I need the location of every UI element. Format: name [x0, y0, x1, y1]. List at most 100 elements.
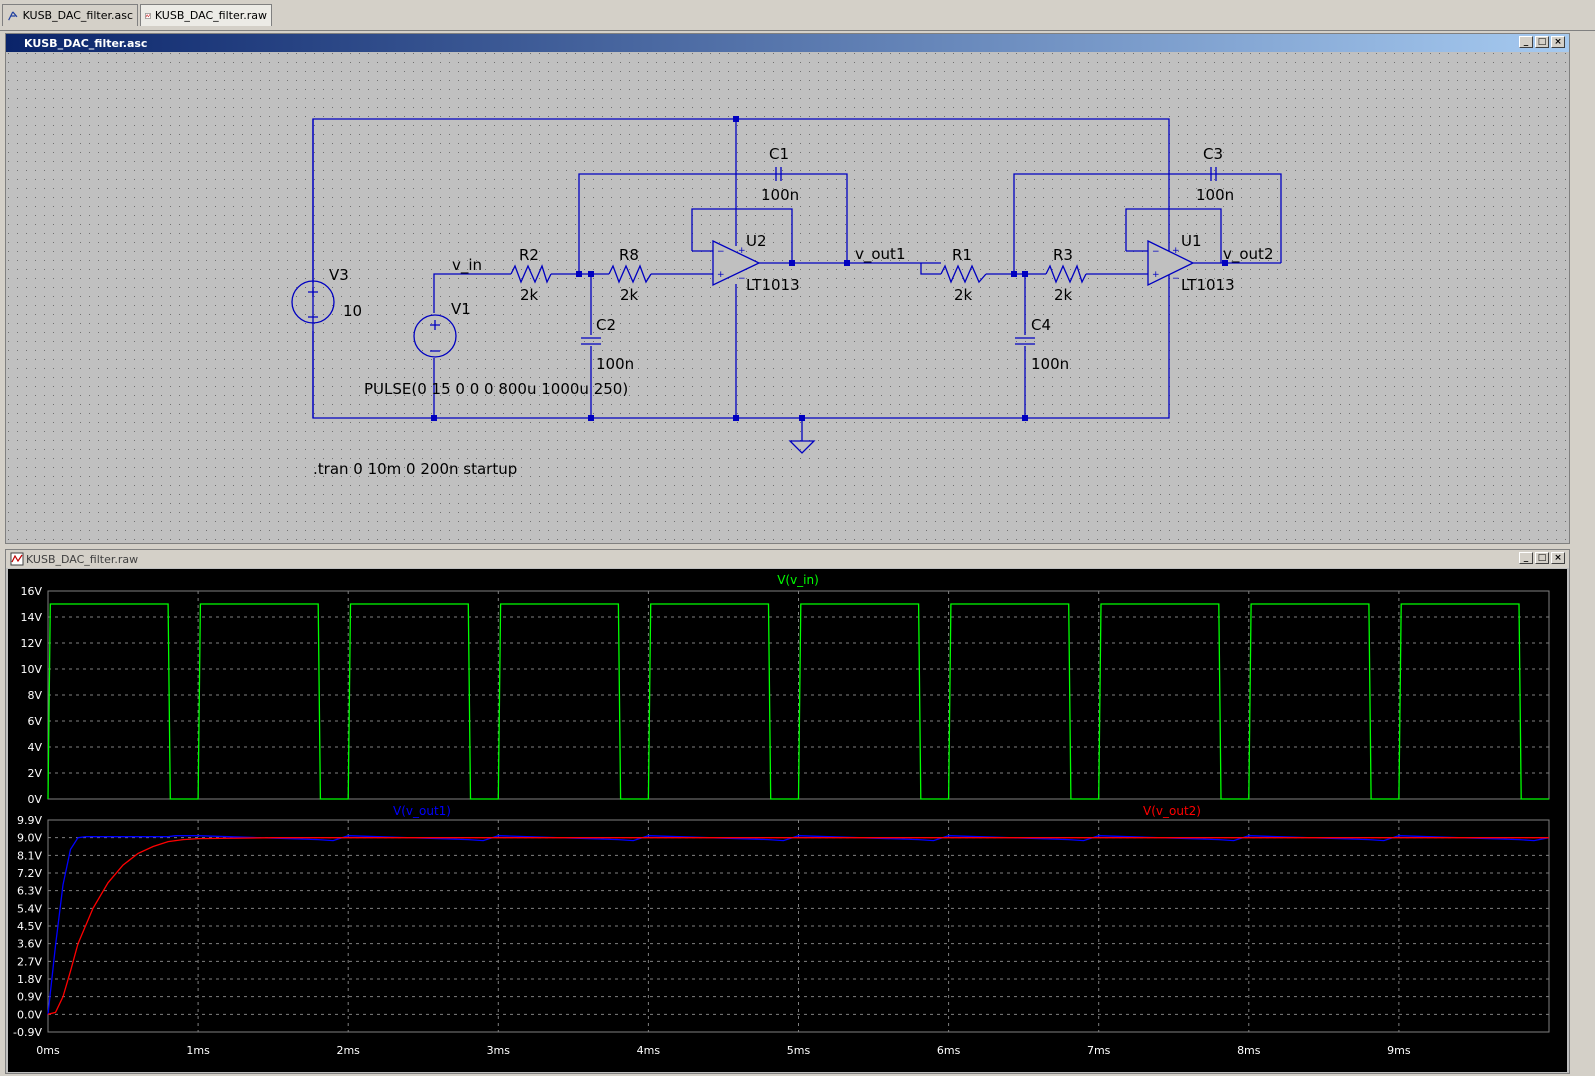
c2-name: C2: [596, 316, 616, 334]
r2-name: R2: [519, 246, 539, 264]
u1-model: LT1013: [1181, 276, 1235, 294]
resistor-r8[interactable]: [608, 264, 652, 284]
y-tick-label: 5.4V: [17, 902, 42, 915]
waveform-plot[interactable]: 0V2V4V6V8V10V12V14V16V-0.9V0.0V0.9V1.8V2…: [8, 569, 1567, 1072]
ground-icon[interactable]: [788, 440, 816, 454]
schematic-grid: [8, 53, 1567, 542]
r1-name: R1: [952, 246, 972, 264]
series-line-v-v-out2-: [47, 837, 1549, 1015]
y-tick-label: 0.9V: [17, 991, 42, 1004]
x-tick-label: 6ms: [937, 1044, 961, 1057]
c4-value: 100n: [1031, 355, 1069, 373]
y-tick-label: 2V: [27, 767, 42, 780]
net-label-v_out2: v_out2: [1223, 245, 1274, 264]
waveform-title: KUSB_DAC_filter.raw: [26, 552, 139, 566]
v3-value: 10: [343, 302, 362, 320]
y-tick-label: 8.1V: [17, 849, 42, 862]
y-tick-label: 1.8V: [17, 973, 42, 986]
r1-value: 2k: [954, 286, 973, 304]
y-tick-label: 12V: [20, 637, 42, 650]
pane-title-v-in: V(v_in): [777, 573, 819, 587]
x-tick-label: 8ms: [1237, 1044, 1261, 1057]
close-button[interactable]: ×: [1551, 36, 1565, 48]
r2-value: 2k: [520, 286, 539, 304]
voltage-source-v1[interactable]: [413, 314, 457, 358]
opamp-pin-plus: +: [717, 270, 725, 280]
v1-value: PULSE(0 15 0 0 0 800u 1000u 250): [364, 380, 628, 398]
tab-waveform[interactable]: KUSB_DAC_filter.raw: [140, 4, 272, 26]
capacitor-c4[interactable]: [1015, 337, 1035, 345]
opamp-u1[interactable]: [1147, 239, 1195, 287]
u1-name: U1: [1181, 232, 1202, 250]
opamp-supply-pin: −: [1172, 274, 1180, 284]
x-tick-label: 7ms: [1087, 1044, 1111, 1057]
c1-name: C1: [769, 145, 789, 163]
legend-v-out1: V(v_out1): [393, 804, 451, 818]
junctions: [431, 116, 1228, 421]
waveform-icon: [145, 12, 151, 19]
y-tick-label: 7.2V: [17, 867, 42, 880]
r8-name: R8: [619, 246, 639, 264]
c4-name: C4: [1031, 316, 1051, 334]
voltage-source-v3[interactable]: [291, 280, 335, 324]
v1-name: V1: [451, 300, 471, 318]
y-tick-label: 9.0V: [17, 832, 42, 845]
y-tick-label: 8V: [27, 689, 42, 702]
resistor-r2[interactable]: [510, 264, 552, 284]
r3-value: 2k: [1054, 286, 1073, 304]
r8-value: 2k: [620, 286, 639, 304]
c3-name: C3: [1203, 145, 1223, 163]
v3-name: V3: [329, 266, 349, 284]
waveform-titlebar: KUSB_DAC_filter.raw _ □ ×: [6, 550, 1569, 568]
capacitor-c3[interactable]: [1210, 167, 1217, 181]
maximize-button[interactable]: □: [1535, 552, 1549, 564]
schematic-canvas[interactable]: − + − + + − + −: [8, 53, 1567, 542]
x-tick-label: 5ms: [787, 1044, 811, 1057]
c2-value: 100n: [596, 355, 634, 373]
y-tick-label: 4V: [27, 741, 42, 754]
y-tick-label: 2.7V: [17, 955, 42, 968]
spice-directive[interactable]: .tran 0 10m 0 200n startup: [313, 460, 517, 478]
opamp-pin-minus: −: [717, 247, 725, 257]
capacitor-c1[interactable]: [775, 167, 782, 181]
schematic-title: KUSB_DAC_filter.asc: [24, 36, 148, 50]
opamp-supply-pin: −: [738, 274, 746, 284]
opamp-u2[interactable]: [712, 239, 761, 287]
tab-label: KUSB_DAC_filter.raw: [154, 9, 267, 22]
resistor-r3[interactable]: [1045, 264, 1087, 284]
tab-schematic[interactable]: KUSB_DAC_filter.asc: [2, 4, 138, 26]
document-tab-bar: KUSB_DAC_filter.asc KUSB_DAC_filter.raw: [0, 0, 1595, 31]
opamp-supply-pin: +: [738, 246, 746, 256]
minimize-button[interactable]: _: [1519, 552, 1533, 564]
schematic-titlebar: KUSB_DAC_filter.asc _ □ ×: [6, 34, 1569, 52]
wires: [312, 118, 1282, 441]
c1-value: 100n: [761, 186, 799, 204]
capacitor-c2[interactable]: [581, 337, 601, 345]
maximize-button[interactable]: □: [1535, 36, 1549, 48]
net-label-v_in: v_in: [452, 256, 482, 275]
resistor-r1[interactable]: [940, 264, 987, 284]
schematic-window: KUSB_DAC_filter.asc _ □ ×: [5, 33, 1570, 544]
schematic-icon: [8, 10, 18, 20]
series-line-v-v-in-: [47, 603, 1549, 800]
y-tick-label: 14V: [20, 611, 42, 624]
waveform-icon: [10, 552, 24, 566]
x-tick-label: 4ms: [637, 1044, 661, 1057]
y-tick-label: 10V: [20, 663, 42, 676]
r3-name: R3: [1053, 246, 1073, 264]
x-tick-label: 1ms: [186, 1044, 210, 1057]
opamp-supply-pin: +: [1172, 246, 1180, 256]
y-tick-label: 0.0V: [17, 1008, 42, 1021]
y-tick-label: 16V: [20, 585, 42, 598]
y-tick-label: 9.9V: [17, 814, 42, 827]
c3-value: 100n: [1196, 186, 1234, 204]
net-label-v_out1: v_out1: [855, 245, 906, 264]
close-button[interactable]: ×: [1551, 552, 1565, 564]
minimize-button[interactable]: _: [1519, 36, 1533, 48]
x-tick-label: 3ms: [487, 1044, 511, 1057]
y-tick-label: 0V: [27, 793, 42, 806]
u2-name: U2: [746, 232, 767, 250]
x-tick-label: 0ms: [36, 1044, 60, 1057]
